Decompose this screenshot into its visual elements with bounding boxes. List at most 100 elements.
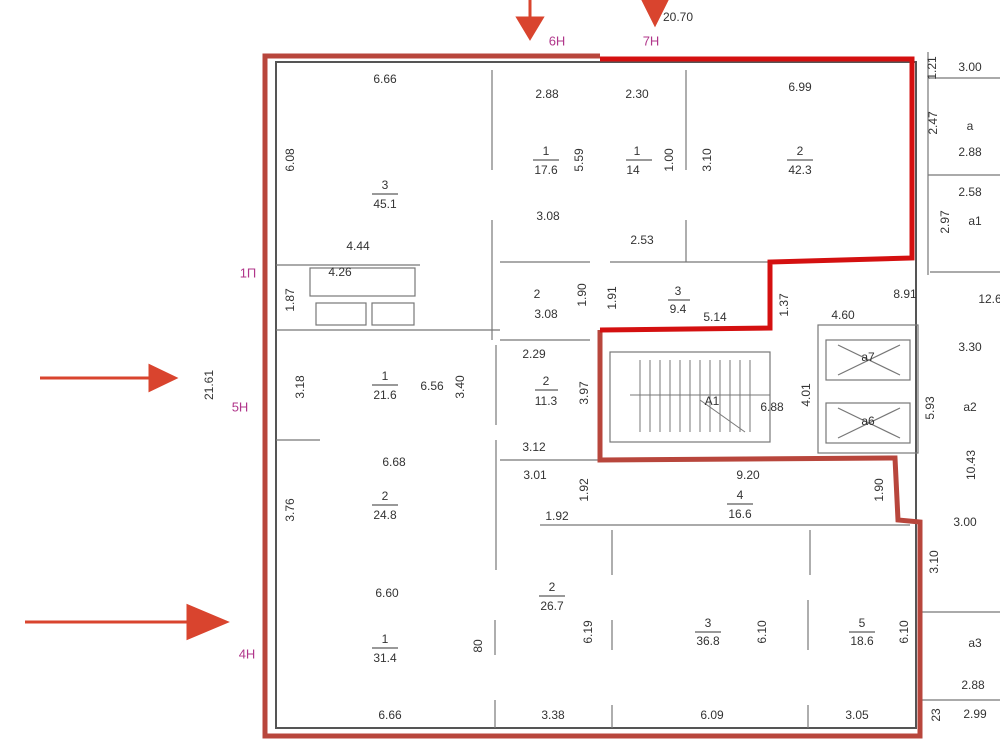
axis-marker-4n: 4Н: [239, 646, 256, 661]
staircase-treads: [630, 360, 770, 433]
svg-text:42.3: 42.3: [788, 163, 812, 177]
dimension-labels: 6.66 2.88 2.30 6.99 6.08 5.59 1.00 3.10 …: [283, 72, 911, 722]
svg-text:3.00: 3.00: [953, 515, 977, 529]
svg-text:1: 1: [634, 144, 641, 158]
svg-text:1: 1: [382, 632, 389, 646]
room-label: 224.8: [372, 489, 398, 522]
svg-text:11.3: 11.3: [535, 394, 558, 408]
stair-label: А1: [705, 394, 720, 408]
dim: 1.37: [777, 293, 791, 317]
svg-text:24.8: 24.8: [373, 508, 397, 522]
entrance-arrow-top-1: [515, 0, 545, 41]
svg-text:16.6: 16.6: [728, 507, 752, 521]
dim: 2.29: [522, 347, 546, 361]
svg-text:1: 1: [543, 144, 550, 158]
dim: 6.10: [897, 620, 911, 644]
dim: 3.40: [453, 375, 467, 399]
room-label: 416.6: [727, 488, 753, 521]
dim: 3.10: [700, 148, 714, 172]
dim: 3.12: [522, 440, 546, 454]
axis-marker-5n: 5Н: [232, 399, 249, 414]
dim: 3.01: [523, 468, 547, 482]
svg-text:2: 2: [797, 144, 804, 158]
dim: 6.09: [700, 708, 724, 722]
dim: 5.59: [572, 148, 586, 172]
svg-text:4: 4: [737, 488, 744, 502]
svg-text:2: 2: [549, 580, 556, 594]
svg-text:14: 14: [626, 163, 640, 177]
axis-marker-1p: 1П: [240, 265, 257, 280]
dim: 4.26: [328, 265, 352, 279]
svg-text:а1: а1: [968, 214, 982, 228]
room-label: 117.6: [533, 144, 559, 177]
dim: 4.01: [799, 383, 813, 407]
svg-text:3: 3: [382, 178, 389, 192]
svg-text:3.30: 3.30: [958, 340, 982, 354]
dim: 4.44: [346, 239, 370, 253]
svg-text:а: а: [967, 119, 974, 133]
total-height: 21.61: [202, 370, 216, 400]
dim: 6.60: [375, 586, 399, 600]
room-labels: 345.1 117.6 114 242.3 2 39.4 121.6 211.3…: [372, 144, 875, 665]
svg-text:31.4: 31.4: [373, 651, 397, 665]
dim: 1.92: [577, 478, 591, 502]
svg-text:3: 3: [675, 284, 682, 298]
room-label: 242.3: [787, 144, 813, 177]
dim: 1.90: [872, 478, 886, 502]
svg-text:3.00: 3.00: [958, 60, 982, 74]
svg-text:а2: а2: [963, 400, 977, 414]
svg-text:2.47: 2.47: [926, 111, 940, 135]
total-width: 20.70: [663, 10, 693, 24]
svg-text:2.99: 2.99: [963, 707, 987, 721]
dim: 2.88: [535, 87, 559, 101]
room-label: 114: [626, 144, 652, 177]
walls: [275, 52, 1000, 729]
dim: 6.10: [755, 620, 769, 644]
dim: 3.18: [293, 375, 307, 399]
dim: 6.19: [581, 620, 595, 644]
svg-text:3.10: 3.10: [927, 550, 941, 574]
room-label: 121.6: [372, 369, 398, 402]
svg-text:а3: а3: [968, 636, 982, 650]
adjacent-area-labels: 1.21 3.00 а 2.47 2.88 2.58 а1 2.97 8.91 …: [893, 56, 1000, 722]
dim: 1.92: [545, 509, 569, 523]
svg-text:18.6: 18.6: [850, 634, 874, 648]
premises-outline: [262, 53, 923, 739]
svg-text:2: 2: [534, 287, 541, 301]
svg-text:12.6: 12.6: [978, 292, 1000, 306]
svg-text:5.93: 5.93: [923, 396, 937, 420]
svg-text:5: 5: [859, 616, 866, 630]
svg-text:8.91: 8.91: [893, 287, 917, 301]
axis-marker-7n: 7Н: [643, 33, 660, 48]
dim: 3.97: [577, 381, 591, 405]
svg-text:23: 23: [929, 708, 943, 722]
dim: 6.88: [760, 400, 784, 414]
room-label: 226.7: [539, 580, 565, 613]
dim: 4.60: [831, 308, 855, 322]
entrance-arrow-left-2: [25, 603, 230, 641]
room-label: 2: [534, 287, 541, 301]
dim: 6.56: [420, 379, 444, 393]
svg-text:3: 3: [705, 616, 712, 630]
dim: 6.66: [373, 72, 397, 86]
shaft-label: а6: [861, 414, 875, 428]
svg-text:10.43: 10.43: [964, 450, 978, 480]
dim: 6.68: [382, 455, 406, 469]
svg-text:9.4: 9.4: [670, 302, 687, 316]
dim: 1.00: [662, 148, 676, 172]
shaft-label: а7: [861, 350, 875, 364]
room-label: 211.3: [535, 374, 558, 408]
dim: 1.90: [575, 283, 589, 307]
dim: 80: [471, 639, 485, 653]
room-label: 39.4: [668, 284, 690, 316]
svg-text:2.88: 2.88: [958, 145, 982, 159]
highlighted-area-outline: [599, 56, 915, 333]
svg-text:17.6: 17.6: [534, 163, 558, 177]
dim: 6.66: [378, 708, 402, 722]
svg-text:36.8: 36.8: [696, 634, 720, 648]
svg-text:45.1: 45.1: [373, 197, 397, 211]
dim: 3.05: [845, 708, 869, 722]
svg-text:21.6: 21.6: [373, 388, 397, 402]
svg-text:2.88: 2.88: [961, 678, 985, 692]
